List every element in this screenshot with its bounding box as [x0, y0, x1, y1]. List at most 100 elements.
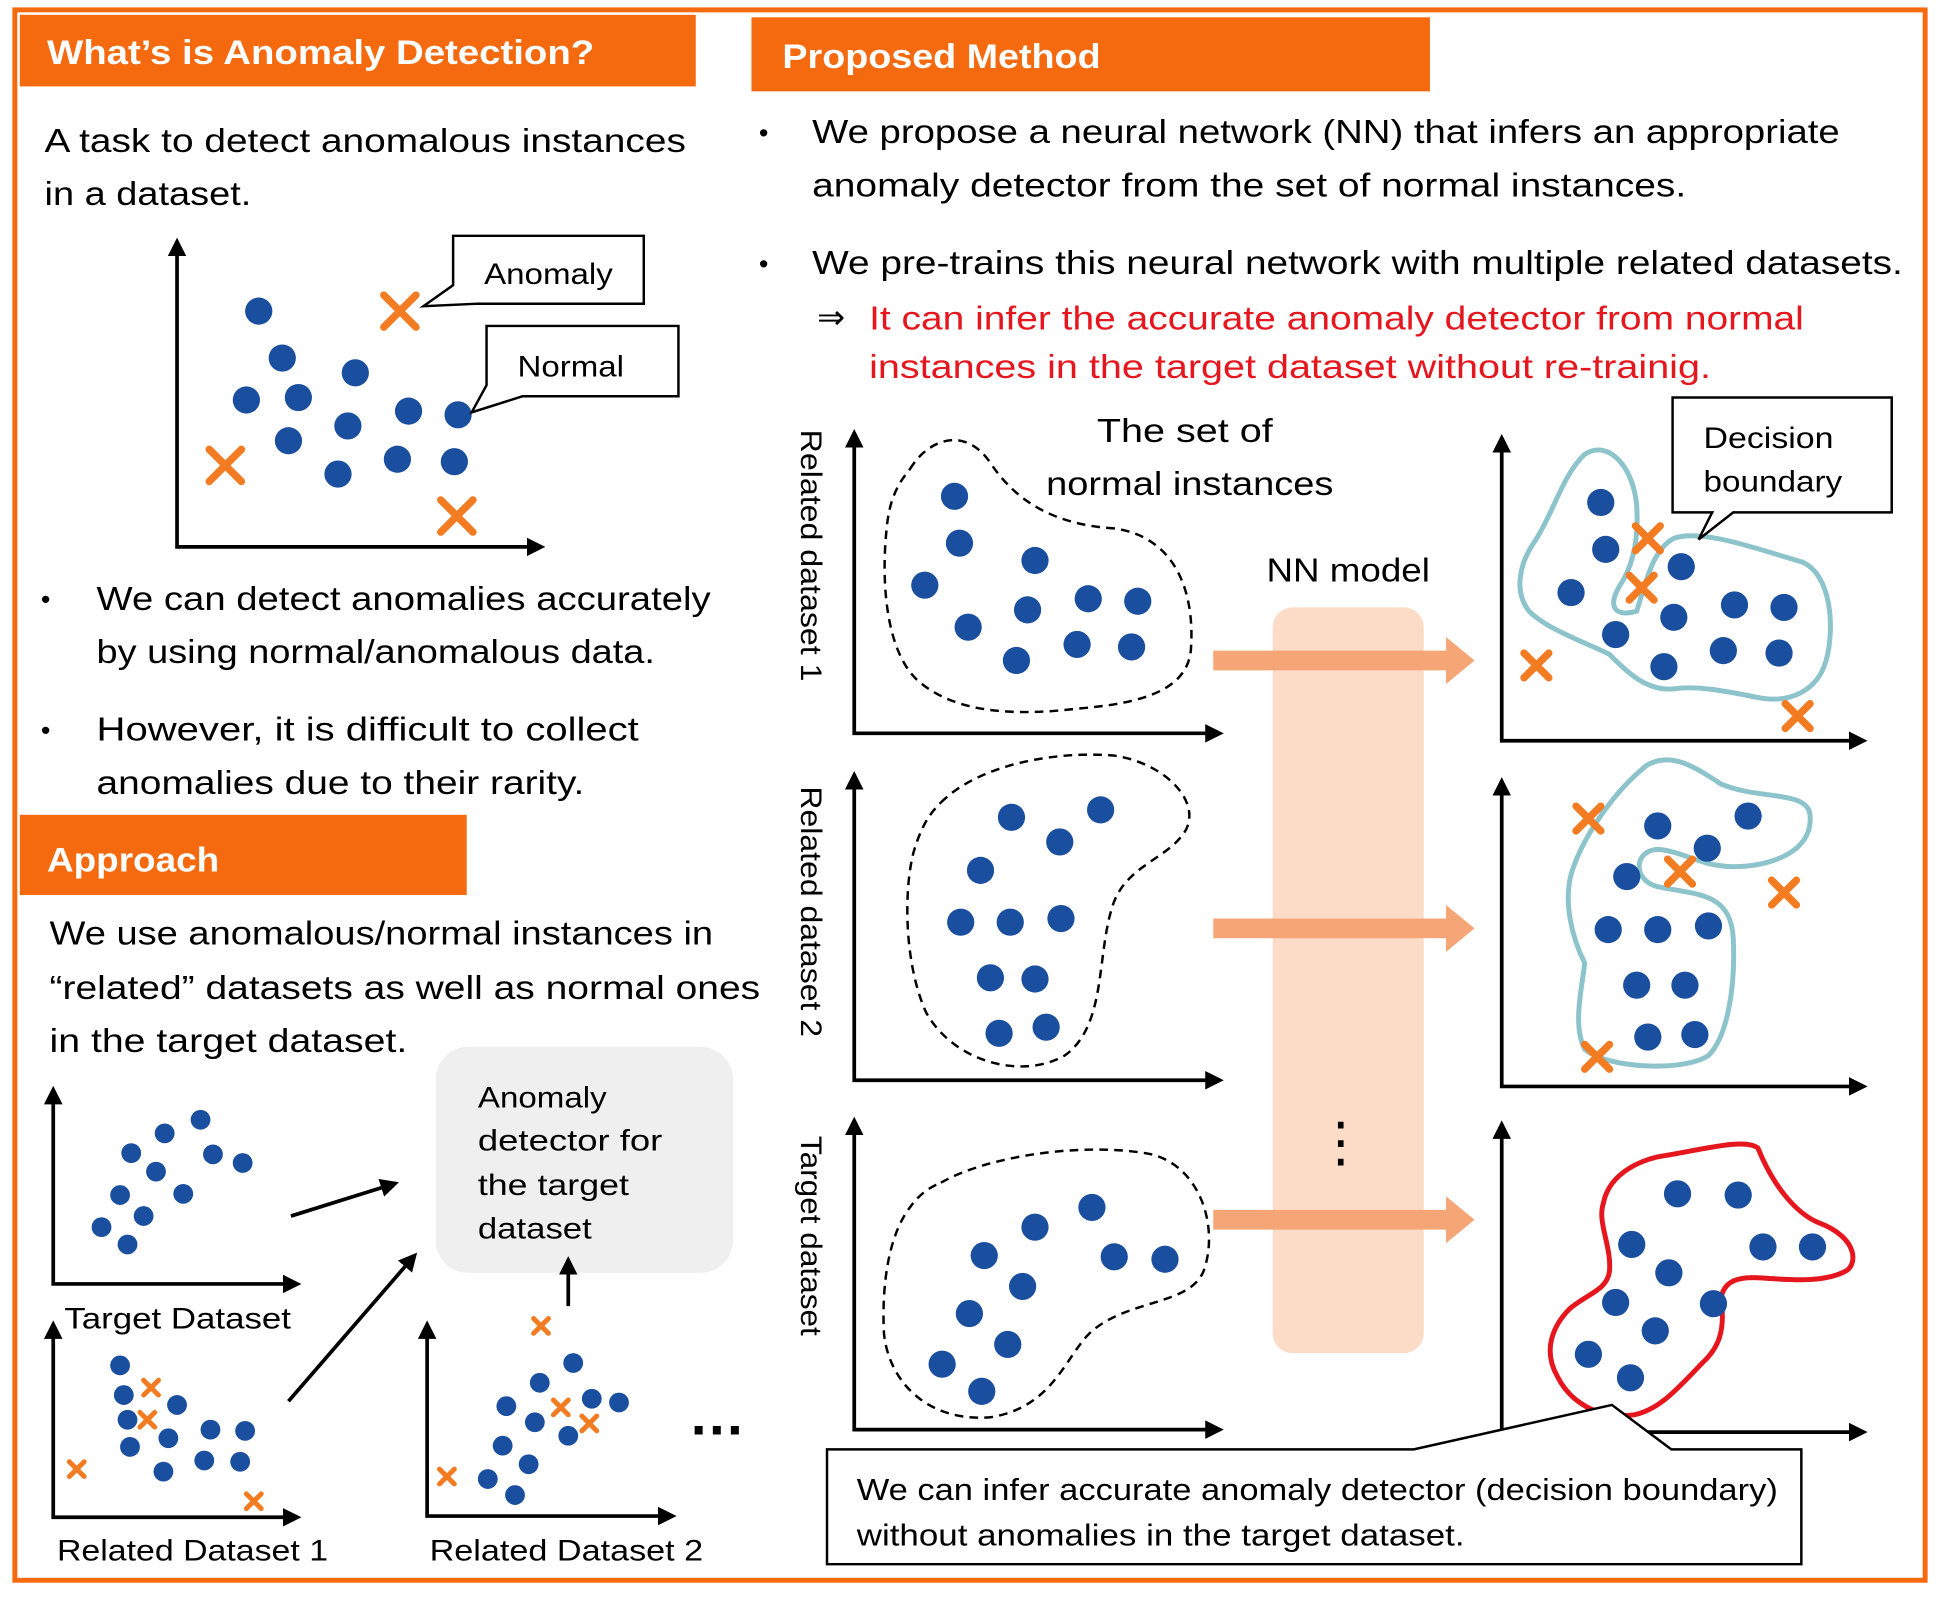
- section-approach: Approach We use anomalous/normal instanc…: [19, 814, 761, 1568]
- normal-dot-icon: [324, 460, 352, 488]
- normal-callout-label: Normal: [517, 351, 623, 384]
- approach-header: [19, 814, 467, 896]
- normal-dot-icon: [284, 383, 312, 412]
- normal-dot-icon: [1047, 904, 1075, 933]
- row-1-decision-boundary: [1517, 447, 1833, 702]
- normal-dot-icon: [1008, 1272, 1037, 1300]
- normal-dot-icon: [945, 529, 974, 557]
- row-2-flow-arrow-icon: [1213, 904, 1475, 952]
- normal-dot-icon: [1798, 1233, 1827, 1261]
- normal-dot-icon: [1021, 1213, 1049, 1241]
- what-is-title: What’s is Anomaly Detection?: [47, 34, 594, 72]
- normal-dot-icon: [230, 1451, 251, 1472]
- normal-dot-icon: [1013, 596, 1042, 624]
- anomaly-cross-icon: [66, 1459, 87, 1480]
- bullet-glyph: •: [759, 248, 769, 279]
- normal-dot-icon: [1117, 633, 1146, 661]
- anomaly-cross-icon: [437, 1466, 457, 1487]
- normal-dot-icon: [91, 1217, 112, 1238]
- target-to-detector-arrow: [290, 1178, 400, 1218]
- normal-dot-icon: [341, 359, 369, 387]
- normal-dot-icon: [940, 482, 969, 510]
- normal-dot-icon: [1644, 812, 1672, 840]
- normal-dot-icon: [1063, 630, 1091, 659]
- row-3-detector-points: [1574, 1180, 1827, 1392]
- normal-dot-icon: [173, 1183, 194, 1204]
- anomaly-cross-icon: [1663, 855, 1697, 888]
- intro-line-2: in a dataset.: [45, 176, 252, 213]
- implication-line-2: instances in the target dataset without …: [869, 349, 1711, 386]
- bullet-glyph: •: [759, 117, 769, 148]
- row-2-normal-set-outline: [906, 753, 1191, 1068]
- normal-dot-icon: [268, 344, 296, 372]
- conclusion-callout-box: [825, 1403, 1803, 1566]
- proposed-bullet-1-line-2: anomaly detector from the set of normal …: [812, 167, 1686, 204]
- normal-dot-icon: [120, 1437, 140, 1457]
- normal-dot-icon: [1574, 1340, 1603, 1368]
- anomaly-cross-icon: [380, 291, 420, 331]
- anomaly-cross-icon: [1572, 802, 1605, 835]
- normal-dot-icon: [232, 386, 260, 414]
- decision-boundary-callout-box: [1671, 396, 1893, 541]
- row-1-flow-arrow-icon: [1213, 637, 1475, 684]
- normal-dot-icon: [1587, 488, 1615, 517]
- row-2-detector-points: [1572, 802, 1801, 1073]
- approach-line-3: in the target dataset.: [50, 1023, 408, 1060]
- normal-dot-icon: [1720, 591, 1749, 619]
- related-dataset-2-points: [437, 1316, 629, 1505]
- row-1-normal-plot: [844, 429, 1224, 743]
- proposed-header: [751, 17, 1430, 92]
- normal-dot-icon: [113, 1385, 134, 1405]
- row-2-detector-plot: [1492, 757, 1868, 1096]
- normal-dot-icon: [1078, 1193, 1106, 1221]
- nn-model-label: NN model: [1267, 553, 1430, 590]
- normal-dot-icon: [334, 412, 362, 440]
- normal-dot-icon: [1623, 971, 1651, 999]
- implies-arrow-icon: ⇒: [817, 297, 845, 336]
- normal-dot-icon: [1602, 620, 1630, 649]
- normal-dot-icon: [133, 1206, 154, 1226]
- approach-line-2: “related” datasets as well as normal one…: [50, 970, 761, 1007]
- row-label-related-2: Related dataset 2: [794, 786, 827, 1037]
- normal-dot-icon: [1594, 916, 1622, 944]
- row-3-normal-set-outline: [882, 1148, 1211, 1419]
- anomaly-cross-icon: [1631, 522, 1664, 555]
- row-2-normal-plot: [844, 753, 1224, 1090]
- row-label-target: Target dataset: [794, 1136, 827, 1337]
- bullet-1-line-2: by using normal/anomalous data.: [97, 634, 655, 671]
- normal-dot-icon: [274, 427, 303, 455]
- normal-dot-icon: [955, 1300, 983, 1328]
- normal-dot-icon: [970, 1241, 998, 1270]
- normal-dot-icon: [1021, 965, 1049, 993]
- normal-dot-icon: [1644, 916, 1672, 944]
- normal-dot-icon: [1100, 1243, 1128, 1271]
- normal-dot-icon: [1667, 553, 1695, 581]
- normal-dot-icon: [153, 1461, 174, 1482]
- normal-dot-icon: [167, 1395, 187, 1415]
- implication-line-1: It can infer the accurate anomaly detect…: [869, 301, 1804, 338]
- related-dataset-2-label: Related Dataset 2: [430, 1535, 704, 1568]
- normal-callout-box: [469, 324, 680, 415]
- row-3-normal-plot: [844, 1116, 1224, 1439]
- detector-box: Anomaly detector for the target dataset: [435, 1046, 733, 1273]
- normal-dot-icon: [117, 1234, 138, 1255]
- normal-dot-icon: [997, 803, 1026, 831]
- anomaly-cross-icon: [1767, 876, 1801, 909]
- row-1-detector-points: [1520, 488, 1814, 733]
- nn-model-band: [1272, 607, 1424, 1354]
- anomaly-cross-icon: [437, 496, 477, 536]
- normal-callout: Normal: [469, 324, 680, 415]
- normal-dot-icon: [1655, 1259, 1683, 1287]
- related-dataset-1-points: [66, 1355, 264, 1512]
- intro-plot-axes: [167, 237, 546, 557]
- approach-title: Approach: [47, 842, 219, 880]
- normal-dot-icon: [1602, 1288, 1630, 1317]
- normal-dot-icon: [1618, 1230, 1646, 1259]
- normal-dot-icon: [117, 1409, 138, 1430]
- anomaly-callout-label: Anomaly: [484, 258, 613, 291]
- normal-dot-icon: [563, 1353, 584, 1373]
- bullet-2-line-2: anomalies due to their rarity.: [97, 765, 585, 802]
- row-3-detector-plot: [1492, 1120, 1868, 1442]
- section-what-is: What’s is Anomaly Detection? A task to d…: [19, 14, 711, 802]
- bullet-1-line-1: We can detect anomalies accurately: [97, 581, 711, 618]
